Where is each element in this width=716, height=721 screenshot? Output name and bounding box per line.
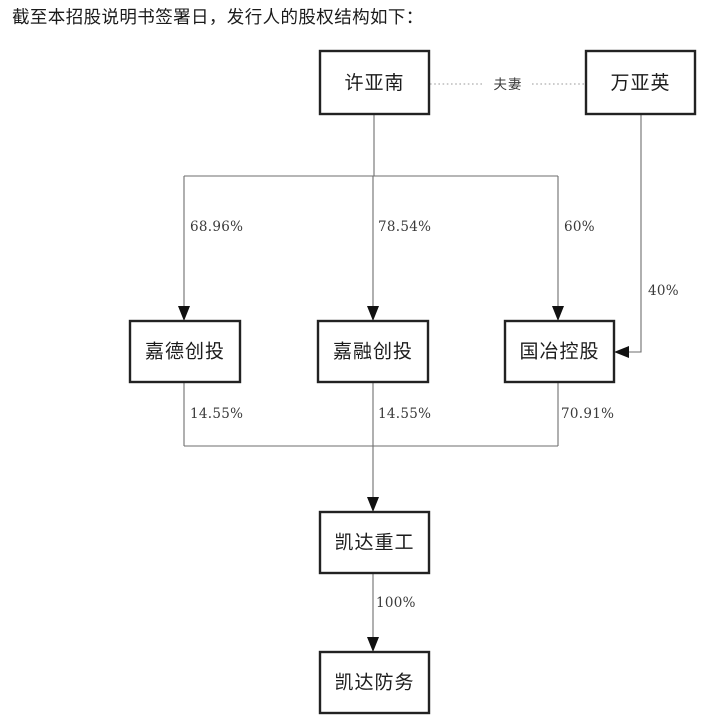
node-xu-ya-nan-box[interactable] [318, 49, 431, 116]
edge-label-kaida-to-fangwu: 100% [376, 595, 416, 611]
edge-label-xu-to-jiarong: 78.54% [378, 219, 431, 235]
edge-label-guoye-to-kaida: 70.91% [561, 406, 614, 422]
edge-label-xu-to-jiade: 68.96% [190, 219, 243, 235]
edge-xu-to-jiarong-arrow [367, 306, 379, 321]
edge-label-xu-to-guoye: 60% [564, 219, 595, 235]
node-kai-da-zhong-gong-box[interactable] [318, 510, 431, 575]
node-jia-de-label: 嘉德创投 [145, 341, 225, 363]
node-wan-ya-ying[interactable]: 万亚英 [584, 49, 697, 116]
node-xu-ya-nan[interactable]: 许亚南 [318, 49, 431, 116]
node-jia-de[interactable]: 嘉德创投 [128, 319, 242, 384]
node-kai-da-zhong-gong-label: 凯达重工 [334, 532, 414, 554]
node-jia-rong-label: 嘉融创投 [333, 341, 413, 363]
edge-xu-to-jiade-arrow [178, 306, 190, 321]
edge-label-layer: 68.96% 78.54% 60% 40% 14.55% 14.55% 70.9… [190, 77, 679, 611]
page-caption: 截至本招股说明书签署日，发行人的股权结构如下： [12, 8, 424, 28]
node-jia-rong-box[interactable] [316, 319, 430, 384]
node-kai-da-zhong-gong[interactable]: 凯达重工 [318, 510, 431, 575]
node-kai-da-fang-wu[interactable]: 凯达防务 [318, 650, 431, 715]
node-jia-rong[interactable]: 嘉融创投 [316, 319, 430, 384]
node-layer: 许亚南 万亚英 嘉德创投 嘉融创投 国冶控股 凯达重工 [128, 49, 697, 715]
node-xu-ya-nan-label: 许亚南 [344, 72, 404, 94]
node-jia-de-box[interactable] [128, 319, 242, 384]
edge-label-wan-to-guoye: 40% [648, 283, 679, 299]
edge-to-kaida-arrow [367, 497, 379, 512]
node-guo-ye-box[interactable] [503, 319, 616, 384]
node-guo-ye-label: 国冶控股 [519, 341, 599, 363]
node-wan-ya-ying-label: 万亚英 [610, 72, 670, 94]
edge-xu-to-guoye-arrow [552, 306, 564, 321]
node-kai-da-fang-wu-box[interactable] [318, 650, 431, 715]
edge-label-jiarong-to-kaida: 14.55% [378, 406, 431, 422]
edge-label-jiade-to-kaida: 14.55% [190, 406, 243, 422]
edge-kaida-to-fangwu-arrow [367, 637, 379, 652]
edge-wan-to-guoye-arrow [614, 346, 629, 358]
relation-label-spouse: 夫妻 [494, 77, 523, 93]
edge-wan-to-guoye-line [623, 114, 642, 353]
connector-layer [178, 83, 642, 652]
node-kai-da-fang-wu-label: 凯达防务 [334, 672, 414, 694]
node-guo-ye[interactable]: 国冶控股 [503, 319, 616, 384]
node-wan-ya-ying-box[interactable] [584, 49, 697, 116]
